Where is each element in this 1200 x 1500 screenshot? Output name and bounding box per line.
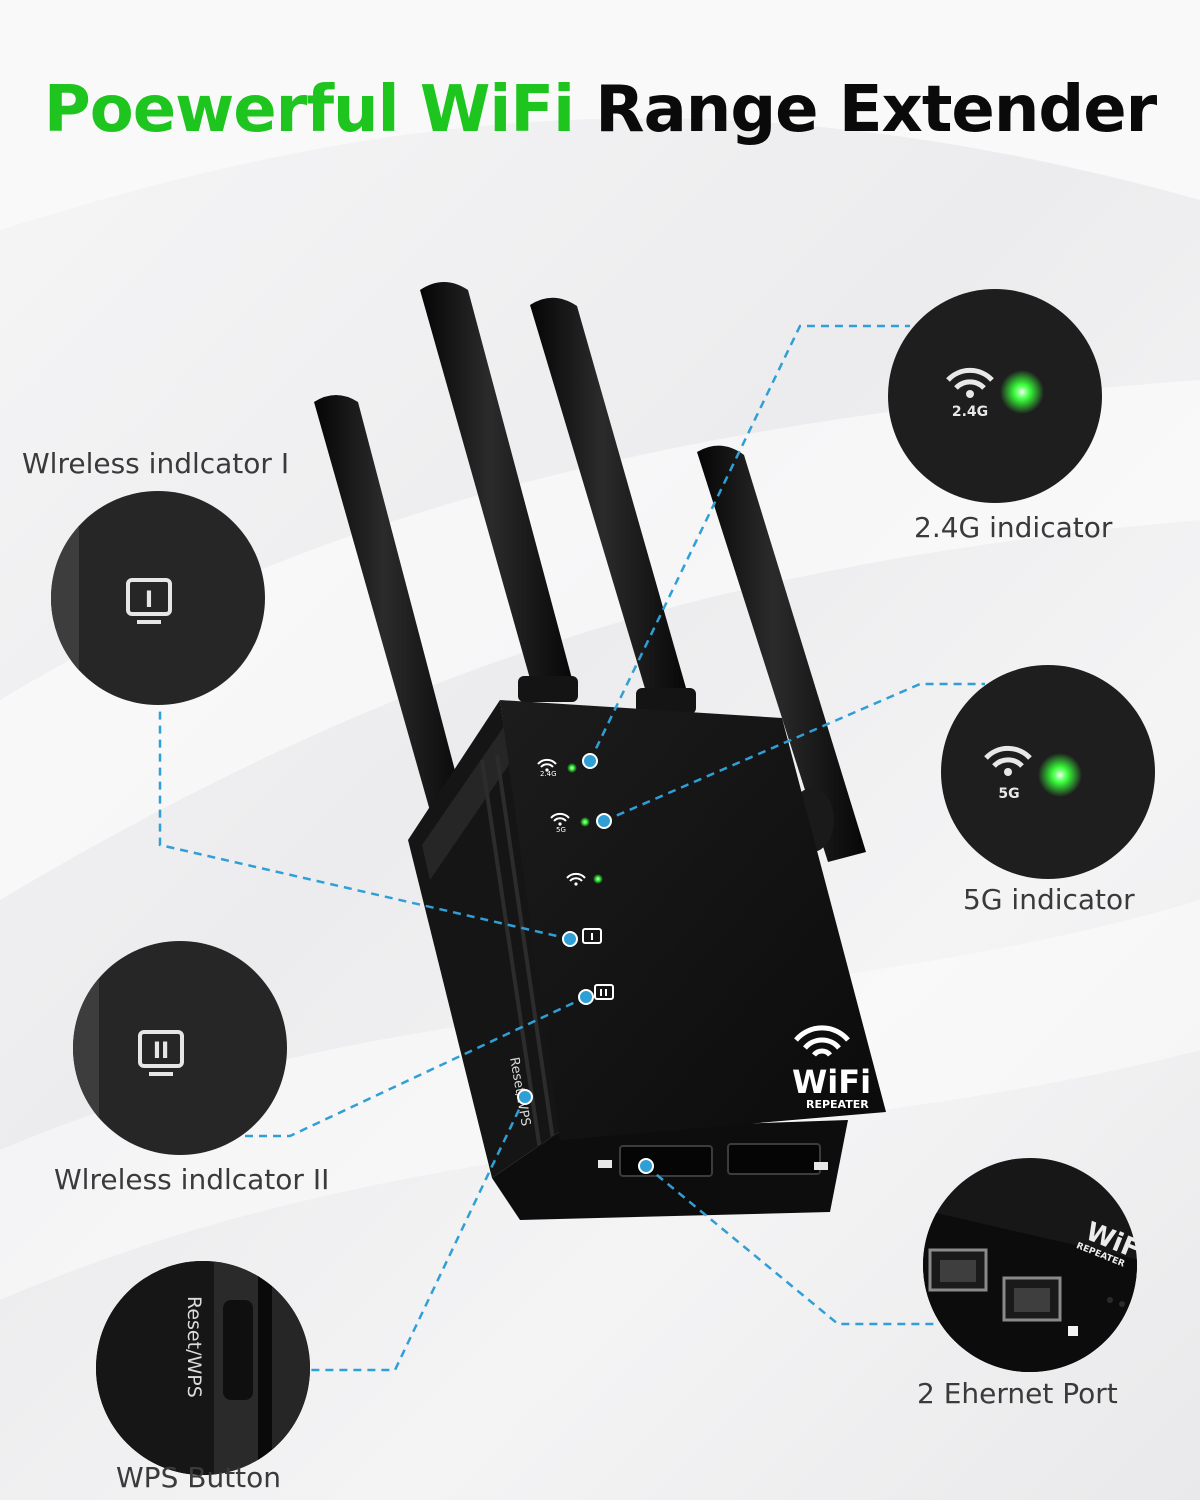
led-label-24g: 2.4G <box>540 770 557 778</box>
ethernet-port-icon <box>928 1248 988 1292</box>
led-label-5g: 5G <box>556 826 566 834</box>
wireless-indicator-1-zoom: I <box>51 491 265 705</box>
label-wireless-indicator-2: Wlreless indlcator II <box>54 1163 330 1196</box>
g5-indicator-zoom: 5G <box>941 665 1155 879</box>
antenna-icon <box>314 282 866 862</box>
wireless-2-glyph: II <box>153 1039 169 1064</box>
page-title: Poewerful WiFi Range Extender <box>0 78 1200 142</box>
device-brand-sub: REPEATER <box>806 1098 869 1111</box>
device-brand: WiFi <box>792 1063 871 1101</box>
title-rest: Range Extender <box>595 73 1157 147</box>
repeater-device: 2.4G 5G WiFi REPEATER Reset/ <box>408 700 886 1220</box>
wps-button-zoom: Reset/WPS <box>96 1261 310 1475</box>
callout-anchor-dots <box>517 753 654 1174</box>
callout-connectors <box>158 324 985 1372</box>
label-5g-indicator: 5G indicator <box>963 883 1135 916</box>
title-highlight: Poewerful WiFi <box>43 73 575 147</box>
g5-icon-text: 5G <box>998 786 1019 802</box>
monitor-icon <box>582 928 602 944</box>
wireless-1-glyph: I <box>145 588 153 613</box>
label-wps-button: WPS Button <box>116 1461 282 1494</box>
g24-icon-text: 2.4G <box>952 404 988 420</box>
ethernet-port-zoom: WiFi REPEATER <box>923 1158 1152 1372</box>
wps-side-text: Reset/WPS <box>183 1296 205 1398</box>
label-wireless-indicator-1: Wlreless indlcator I <box>22 447 290 480</box>
wireless-indicator-2-zoom: II <box>73 941 287 1155</box>
label-24g-indicator: 2.4G indicator <box>914 511 1113 544</box>
label-ethernet-port: 2 Ehernet Port <box>917 1377 1118 1410</box>
g24-indicator-zoom: 2.4G <box>888 289 1102 503</box>
wifi-icon <box>537 758 557 772</box>
